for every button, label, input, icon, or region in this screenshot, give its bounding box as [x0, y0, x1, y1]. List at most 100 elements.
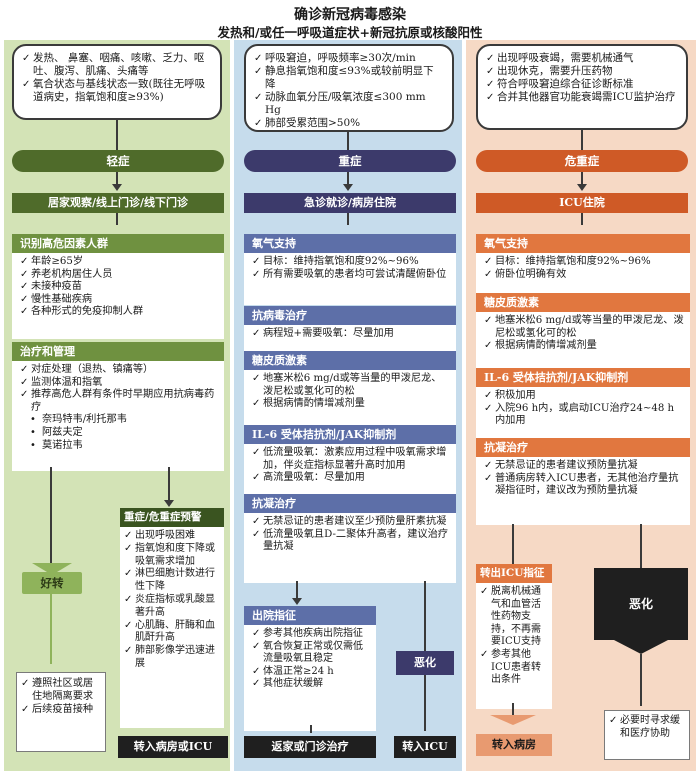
severe-anticoag-section: 抗凝治疗 ✓无禁忌证的患者建议至少预防量肝素抗凝✓低流量吸氧且D-二聚体升高者，…: [244, 494, 456, 583]
critical-help-box: ✓必要时寻求缓和医疗协助: [604, 710, 690, 760]
list-item: ✓遵照社区或居住地隔离要求: [21, 677, 101, 703]
list-item: ✓参考其他疾病出院指征: [252, 628, 370, 641]
critical-ward-bar: 转入病房: [476, 734, 552, 756]
list-item: ✓高流量吸氧：尽量加用: [252, 472, 450, 485]
list-item: ✓后续疫苗接种: [21, 703, 101, 716]
list-item: ✓必要时寻求缓和医疗协助: [609, 714, 685, 740]
list-item-text: 后续疫苗接种: [32, 704, 94, 715]
list-item: ✓病程短+需要吸氧：尽量加用: [252, 328, 450, 341]
checkmark-icon: ✓: [252, 528, 261, 540]
list-item-text: 根据病情酌情增减剂量: [263, 398, 365, 410]
checkmark-icon: ✓: [124, 593, 133, 605]
list-item: ✓出现呼吸困难: [124, 530, 220, 543]
severe-antiviral-section: 抗病毒治疗 ✓病程短+需要吸氧：尽量加用: [244, 306, 456, 351]
checkmark-icon: ✓: [254, 53, 263, 64]
severe-discharge-section: 出院指征 ✓参考其他疾病出院指征✓氧合恢复正常或仅需低流量吸氧且稳定✓体温正常≥…: [244, 606, 376, 731]
page-title: 确诊新冠病毒感染: [294, 7, 406, 23]
connector: [640, 654, 642, 706]
list-item: ✓动脉血氧分压/吸氧浓度≤300 mm Hg: [254, 91, 444, 117]
connector: [581, 130, 583, 150]
list-item: ✓地塞米松6 mg/d或等当量的甲泼尼龙、泼尼松或氢化可的松: [252, 373, 450, 398]
critical-label: 危重症: [476, 150, 688, 172]
list-item: ✓慢性基础疾病: [20, 294, 218, 307]
checkmark-icon: ✓: [252, 328, 261, 339]
critical-out-title: 转出ICU指征: [476, 564, 552, 583]
checkmark-icon: ✓: [20, 376, 29, 388]
list-item: ✓无禁忌证的患者建议至少预防量肝素抗凝: [252, 516, 450, 529]
checkmark-icon: ✓: [252, 447, 261, 458]
list-item-text: 无禁忌证的患者建议至少预防量肝素抗凝: [263, 516, 447, 527]
list-item: •奈玛特韦/利托那韦: [20, 414, 218, 427]
connector: [640, 524, 642, 568]
critical-steroid-section: 糖皮质激素 ✓地塞米松6 mg/d或等当量的甲泼尼龙、泼尼松或氢化可的松✓根据病…: [476, 293, 690, 368]
checkmark-icon: ✓: [252, 398, 261, 410]
severe-care-bar: 急诊就诊/病房住院: [244, 193, 456, 213]
critical-worse-label: 恶化: [594, 568, 688, 640]
checkmark-icon: ✓: [22, 53, 31, 64]
list-item: ✓普通病房转入ICU患者，无其他治疗量抗凝指征时，建议改为预防量抗凝: [484, 473, 684, 498]
critical-criteria-box: ✓出现呼吸衰竭，需要机械通气✓出现休克，需要升压药物✓符合呼吸窘迫综合征诊断标准…: [476, 44, 688, 130]
checkmark-icon: ✓: [20, 256, 29, 267]
list-item: ✓对症处理（退热、镇痛等）: [20, 364, 218, 377]
checkmark-icon: ✓: [486, 53, 495, 64]
severe-criteria-box: ✓呼吸窘迫，呼吸频率≥30次/min✓静息指氧饱和度≤93%或较前明显下降✓动脉…: [244, 44, 454, 132]
list-item: ✓发热、 鼻塞、咽痛、咳嗽、乏力、呕吐、腹泻、肌痛、头痛等: [22, 52, 212, 78]
checkmark-icon: ✓: [252, 628, 261, 639]
list-item: ✓养老机构居住人员: [20, 269, 218, 282]
list-item: •莫诺拉韦: [20, 440, 218, 453]
list-item: ✓根据病情酌情增减剂量: [252, 398, 450, 411]
list-item: ✓淋巴细胞计数进行性下降: [124, 568, 220, 594]
severe-discharge-title: 出院指征: [244, 606, 376, 625]
list-item-text: 淋巴细胞计数进行性下降: [135, 568, 215, 593]
list-item: ✓心肌酶、肝酶和血肌酐升高: [124, 620, 220, 646]
checkmark-icon: ✓: [21, 678, 30, 689]
severe-worse-label: 恶化: [396, 651, 454, 675]
list-item-text: 根据病情酌情增减剂量: [495, 340, 597, 352]
checkmark-icon: ✓: [480, 648, 489, 660]
severe-anticoag-title: 抗凝治疗: [244, 494, 456, 513]
checkmark-icon: ✓: [484, 390, 493, 401]
list-item-text: 出现休克，需要升压药物: [497, 65, 613, 77]
list-item-text: 炎症指标或乳酸显著升高: [135, 593, 215, 618]
list-item: ✓未接种疫苗: [20, 281, 218, 294]
list-item-text: 发热、 鼻塞、咽痛、咳嗽、乏力、呕吐、腹泻、肌痛、头痛等: [33, 52, 205, 77]
checkmark-icon: ✓: [21, 704, 30, 715]
checkmark-icon: ✓: [252, 640, 261, 652]
list-item-text: 必要时寻求缓和医疗协助: [620, 715, 680, 739]
list-item-text: 推荐高危人群有条件时早期应用抗病毒药疗: [31, 389, 215, 413]
list-item-text: 体温正常≥24 h: [263, 665, 334, 677]
list-item-text: 呼吸窘迫，呼吸频率≥30次/min: [265, 52, 416, 64]
connector: [347, 172, 349, 186]
list-item: ✓符合呼吸窘迫综合征诊断标准: [486, 78, 678, 91]
list-item-text: 对症处理（退热、镇痛等）: [31, 364, 154, 375]
list-item-text: 未接种疫苗: [31, 281, 82, 293]
list-item-text: 低流量吸氧且D-二聚体升高者，建议治疗量抗凝: [263, 528, 448, 553]
checkmark-icon: ✓: [22, 79, 31, 90]
list-item-text: 目标：维持指氧饱和度92%~96%: [495, 256, 651, 267]
list-item-text: 各种形式的免疫抑制人群: [31, 306, 144, 318]
list-item-text: 合并其他器官功能衰竭需ICU监护治疗: [497, 91, 676, 103]
list-item: ✓脱离机械通气和血管活性药物支持，不再需要ICU支持: [480, 586, 548, 649]
ward-arrow-icon: [490, 715, 536, 725]
critical-il6-title: IL-6 受体拮抗剂/JAK抑制剂: [476, 368, 690, 387]
list-item-text: 高流量吸氧：尽量加用: [263, 472, 365, 484]
list-item: ✓氧合状态与基线状态一致(既往无呼吸道病史，指氧饱和度≥93%): [22, 78, 212, 104]
mild-label: 轻症: [12, 150, 224, 172]
list-item: ✓静息指氧饱和度≤93%或较前明显下降: [254, 65, 444, 91]
checkmark-icon: ✓: [484, 402, 493, 414]
list-item: ✓地塞米松6 mg/d或等当量的甲泼尼龙、泼尼松或氢化可的松: [484, 315, 684, 340]
checkmark-icon: ✓: [252, 516, 261, 527]
severe-il6-section: IL-6 受体拮抗剂/JAK抑制剂 ✓低流量吸氧：激素应用过程中吸氧需求增加，伴…: [244, 425, 456, 496]
list-item: ✓入院96 h内，或启动ICU治疗24~48 h内加用: [484, 403, 684, 428]
connector: [116, 172, 118, 186]
mild-treat-title: 治疗和管理: [12, 342, 224, 361]
list-item: ✓低流量吸氧：激素应用过程中吸氧需求增加，伴炎症指标显著升高时加用: [252, 447, 450, 472]
mild-criteria-box: ✓发热、 鼻塞、咽痛、咳嗽、乏力、呕吐、腹泻、肌痛、头痛等✓氧合状态与基线状态一…: [12, 44, 222, 120]
checkmark-icon: ✓: [254, 118, 263, 129]
severe-o2-title: 氧气支持: [244, 234, 456, 253]
critical-o2-section: 氧气支持 ✓目标：维持指氧饱和度92%~96%✓俯卧位明确有效: [476, 234, 690, 293]
critical-o2-title: 氧气支持: [476, 234, 690, 253]
severe-antiviral-title: 抗病毒治疗: [244, 306, 456, 325]
list-item-text: 阿兹夫定: [42, 426, 83, 438]
critical-care-bar: ICU住院: [476, 193, 688, 213]
